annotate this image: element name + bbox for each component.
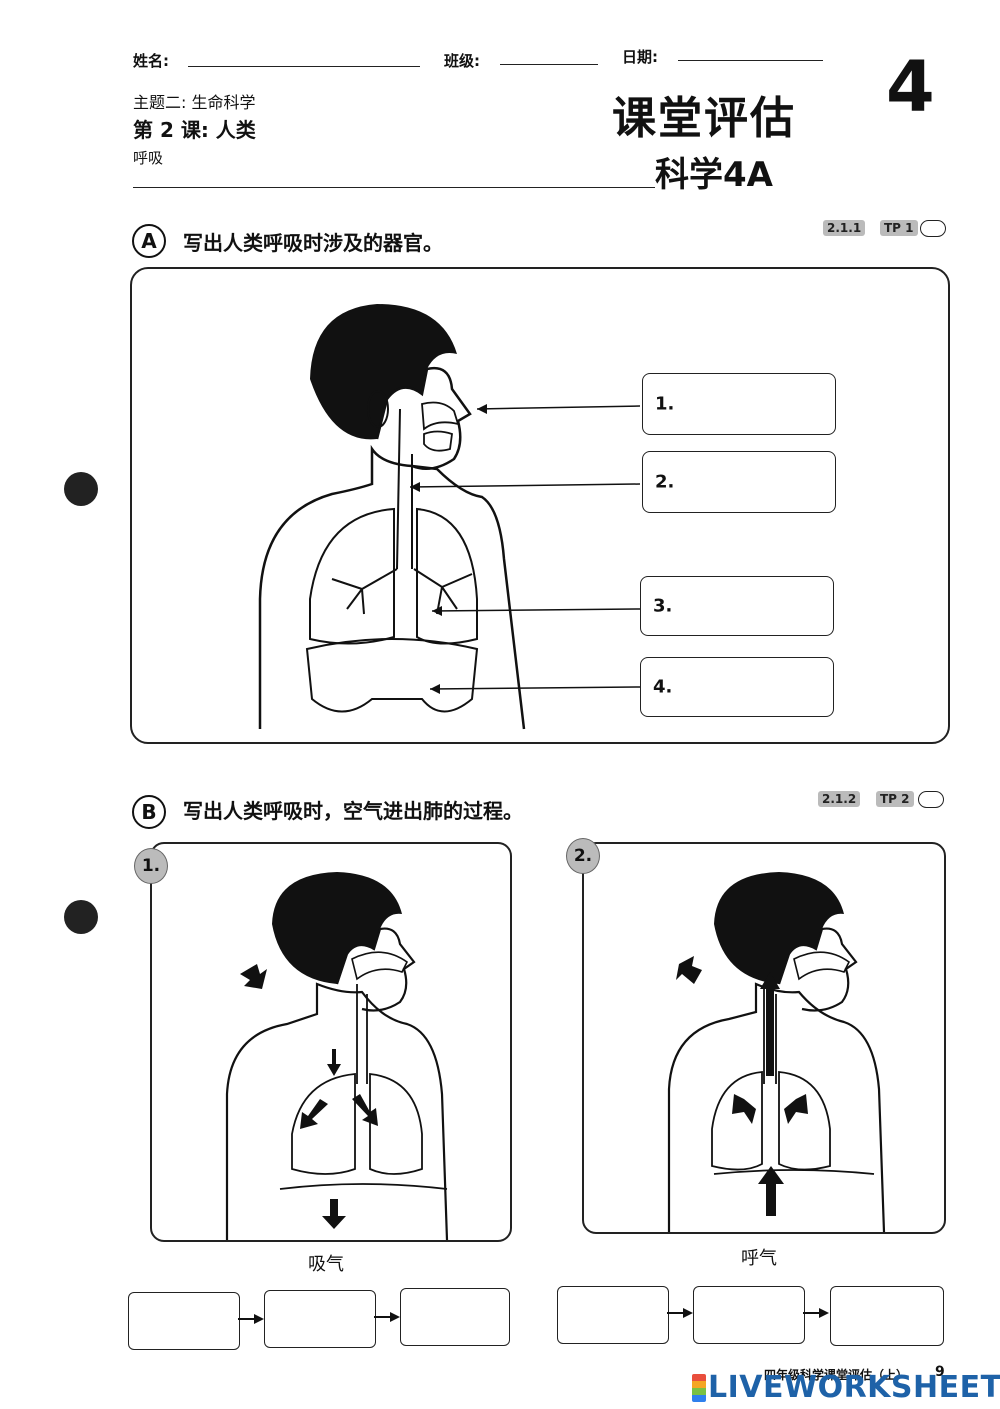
answer-label-2: 2. bbox=[655, 471, 675, 493]
inhale-step-3[interactable] bbox=[400, 1288, 510, 1346]
footer-book-title: 四年级科学课堂评估（上） bbox=[764, 1368, 909, 1382]
respiratory-diagram bbox=[258, 304, 641, 730]
section-a-question: 写出人类呼吸时涉及的器官。 bbox=[183, 231, 443, 255]
subject-title: 科学4A bbox=[655, 155, 773, 195]
assessment-number: 4 bbox=[886, 46, 935, 128]
balloon-1: 1. bbox=[134, 848, 168, 884]
date-label: 日期: bbox=[622, 48, 658, 66]
punch-hole-1 bbox=[64, 472, 98, 506]
answer-box-3[interactable]: 3. bbox=[640, 576, 834, 636]
inhale-diagram bbox=[225, 872, 449, 1240]
section-a-tp: TP 1 bbox=[880, 220, 918, 236]
footer-page-number: 9 bbox=[935, 1364, 945, 1380]
answer-label-3: 3. bbox=[653, 595, 673, 617]
answer-box-2[interactable]: 2. bbox=[642, 451, 836, 513]
exhale-arrow-2 bbox=[803, 1308, 829, 1318]
liveworksheets-logo-icon bbox=[692, 1374, 706, 1402]
section-b-tp-pill bbox=[918, 791, 944, 808]
exhale-panel bbox=[582, 842, 946, 1234]
name-label: 姓名: bbox=[133, 52, 169, 70]
section-a-code: 2.1.1 bbox=[823, 220, 866, 236]
section-a-panel: 1. 2. 3. 4. bbox=[130, 267, 950, 744]
header-divider bbox=[133, 187, 655, 188]
exhale-step-1[interactable] bbox=[557, 1286, 669, 1344]
exhale-step-2[interactable] bbox=[693, 1286, 805, 1344]
answer-label-1: 1. bbox=[655, 393, 675, 415]
exhale-diagram bbox=[667, 872, 886, 1232]
section-b-question: 写出人类呼吸时，空气进出肺的过程。 bbox=[183, 799, 523, 823]
inhale-arrow-1 bbox=[238, 1314, 264, 1324]
inhale-step-2[interactable] bbox=[264, 1290, 376, 1348]
class-label: 班级: bbox=[444, 52, 480, 70]
inhale-panel bbox=[150, 842, 512, 1242]
section-b-badge: B bbox=[132, 795, 166, 829]
exhale-arrow-1 bbox=[667, 1308, 693, 1318]
name-line[interactable] bbox=[188, 66, 420, 67]
answer-label-4: 4. bbox=[653, 676, 673, 698]
inhale-step-1[interactable] bbox=[128, 1292, 240, 1350]
punch-hole-2 bbox=[64, 900, 98, 934]
section-b-code: 2.1.2 bbox=[818, 791, 861, 807]
inhale-arrow-2 bbox=[374, 1312, 400, 1322]
balloon-2: 2. bbox=[566, 838, 600, 874]
section-b-tp: TP 2 bbox=[876, 791, 914, 807]
answer-box-4[interactable]: 4. bbox=[640, 657, 834, 717]
liveworksheets-logo: LIVEWORKSHEETS bbox=[708, 1370, 1000, 1405]
answer-box-1[interactable]: 1. bbox=[642, 373, 836, 435]
section-a-tp-pill bbox=[920, 220, 946, 237]
theme-text: 主题二: 生命科学 bbox=[133, 93, 256, 112]
topic-text: 呼吸 bbox=[133, 149, 164, 167]
exhale-caption: 呼气 bbox=[741, 1248, 777, 1269]
inhale-caption: 吸气 bbox=[308, 1254, 344, 1275]
exhale-step-3[interactable] bbox=[830, 1286, 944, 1346]
class-line[interactable] bbox=[500, 64, 598, 65]
date-line[interactable] bbox=[678, 60, 823, 61]
lesson-text: 第 2 课: 人类 bbox=[133, 118, 256, 142]
page-title: 课堂评估 bbox=[612, 93, 796, 144]
section-a-badge: A bbox=[132, 224, 166, 258]
